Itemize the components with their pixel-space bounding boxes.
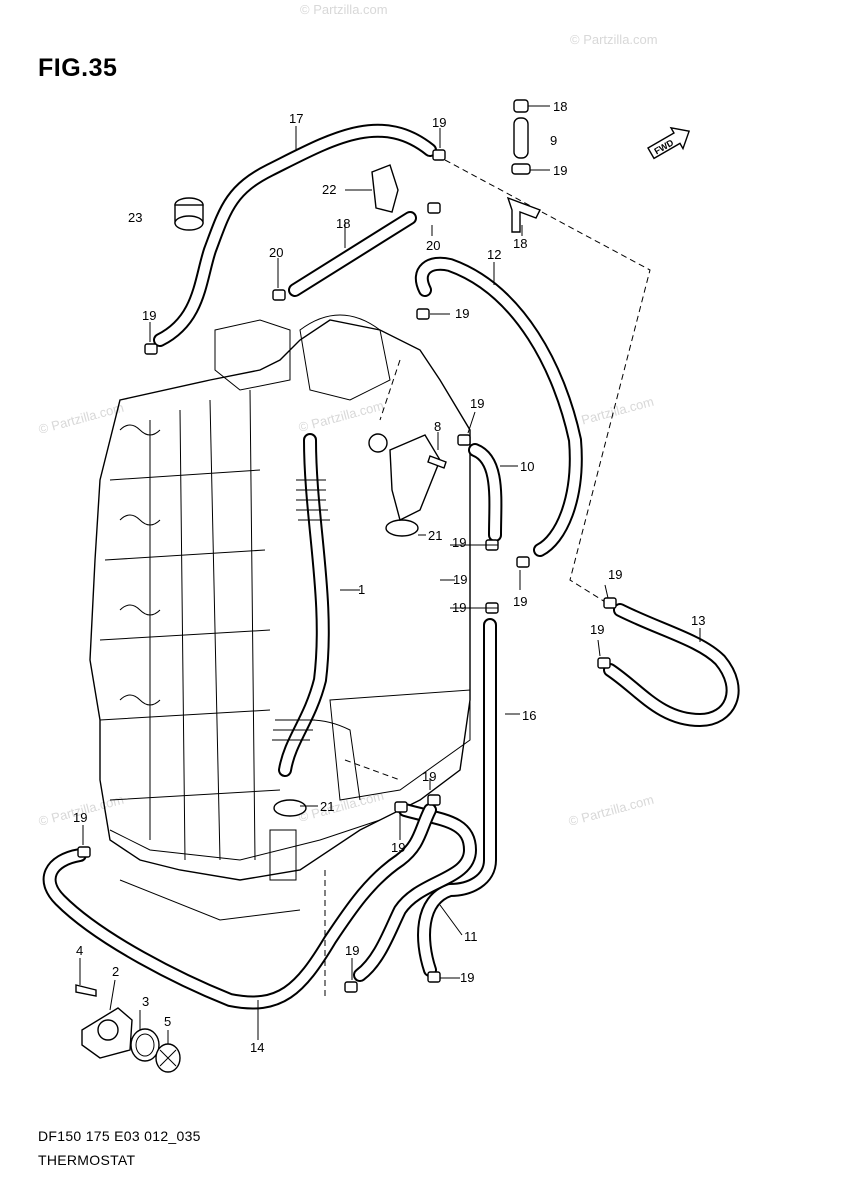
watermark: © Partzilla.com — [300, 2, 388, 17]
section-name: THERMOSTAT — [38, 1152, 136, 1168]
hose-17 — [288, 211, 417, 297]
callout-18: 18 — [513, 236, 527, 251]
callout-22: 22 — [322, 182, 336, 197]
callout-4: 4 — [76, 943, 83, 958]
callout-19: 19 — [422, 769, 436, 784]
callout-10: 10 — [520, 459, 534, 474]
hose-clamps — [77, 149, 617, 993]
callout-16: 16 — [522, 708, 536, 723]
callout-19: 19 — [553, 163, 567, 178]
model-code: DF150 175 E03 012_035 — [38, 1128, 201, 1144]
callout-21: 21 — [428, 528, 442, 543]
leader-lines — [79, 105, 701, 1044]
callout-1: 1 — [358, 582, 365, 597]
watermark: © Partzilla.com — [570, 32, 658, 47]
callout-19: 19 — [513, 594, 527, 609]
callout-19: 19 — [452, 535, 466, 550]
callout-19: 19 — [142, 308, 156, 323]
forward-arrow-icon: FWD — [647, 126, 691, 160]
callout-19: 19 — [345, 943, 359, 958]
figure-title: FIG.35 — [38, 54, 118, 82]
hose-15 — [153, 123, 437, 347]
small-parts — [75, 99, 541, 1073]
callout-20: 20 — [269, 245, 283, 260]
callout-20: 20 — [426, 238, 440, 253]
callout-14: 14 — [250, 1040, 264, 1055]
hose-12 — [414, 256, 583, 557]
hose-13 — [603, 603, 740, 727]
callout-19: 19 — [391, 840, 405, 855]
callout-labels: 17 19 18 9 19 22 23 18 20 18 20 12 19 19… — [73, 99, 705, 1055]
callout-8: 8 — [434, 419, 441, 434]
callout-19: 19 — [590, 622, 604, 637]
callout-11: 11 — [464, 929, 478, 944]
callout-2: 2 — [112, 964, 119, 979]
callout-19: 19 — [73, 810, 87, 825]
callout-23: 23 — [128, 210, 142, 225]
callout-18: 18 — [553, 99, 567, 114]
hose-1 — [272, 433, 330, 777]
callout-18: 19 — [453, 572, 467, 587]
callout-19: 19 — [460, 970, 474, 985]
callout-9: 9 — [550, 133, 557, 148]
callout-13: 13 — [691, 613, 705, 628]
callout-17: 18 — [336, 216, 350, 231]
callout-3: 3 — [142, 994, 149, 1009]
callout-5: 5 — [164, 1014, 171, 1029]
watermark: © Partzilla.com — [297, 398, 386, 435]
callout-12: 12 — [487, 247, 501, 262]
reference-lines — [324, 159, 651, 1000]
engine-block — [89, 314, 471, 921]
callout-15: 17 — [289, 111, 303, 126]
callout-19: 19 — [452, 600, 466, 615]
hose-10 — [468, 443, 503, 542]
callout-21: 21 — [320, 799, 334, 814]
hose-16 — [417, 618, 497, 977]
callout-19: 19 — [455, 306, 469, 321]
hose-14 — [42, 803, 437, 1010]
hose-11 — [353, 803, 477, 982]
callout-19: 19 — [432, 115, 446, 130]
callout-19: 19 — [470, 396, 484, 411]
callout-19: 19 — [608, 567, 622, 582]
watermark: © Partzilla.com — [567, 394, 656, 431]
watermark: © Partzilla.com — [567, 792, 656, 829]
